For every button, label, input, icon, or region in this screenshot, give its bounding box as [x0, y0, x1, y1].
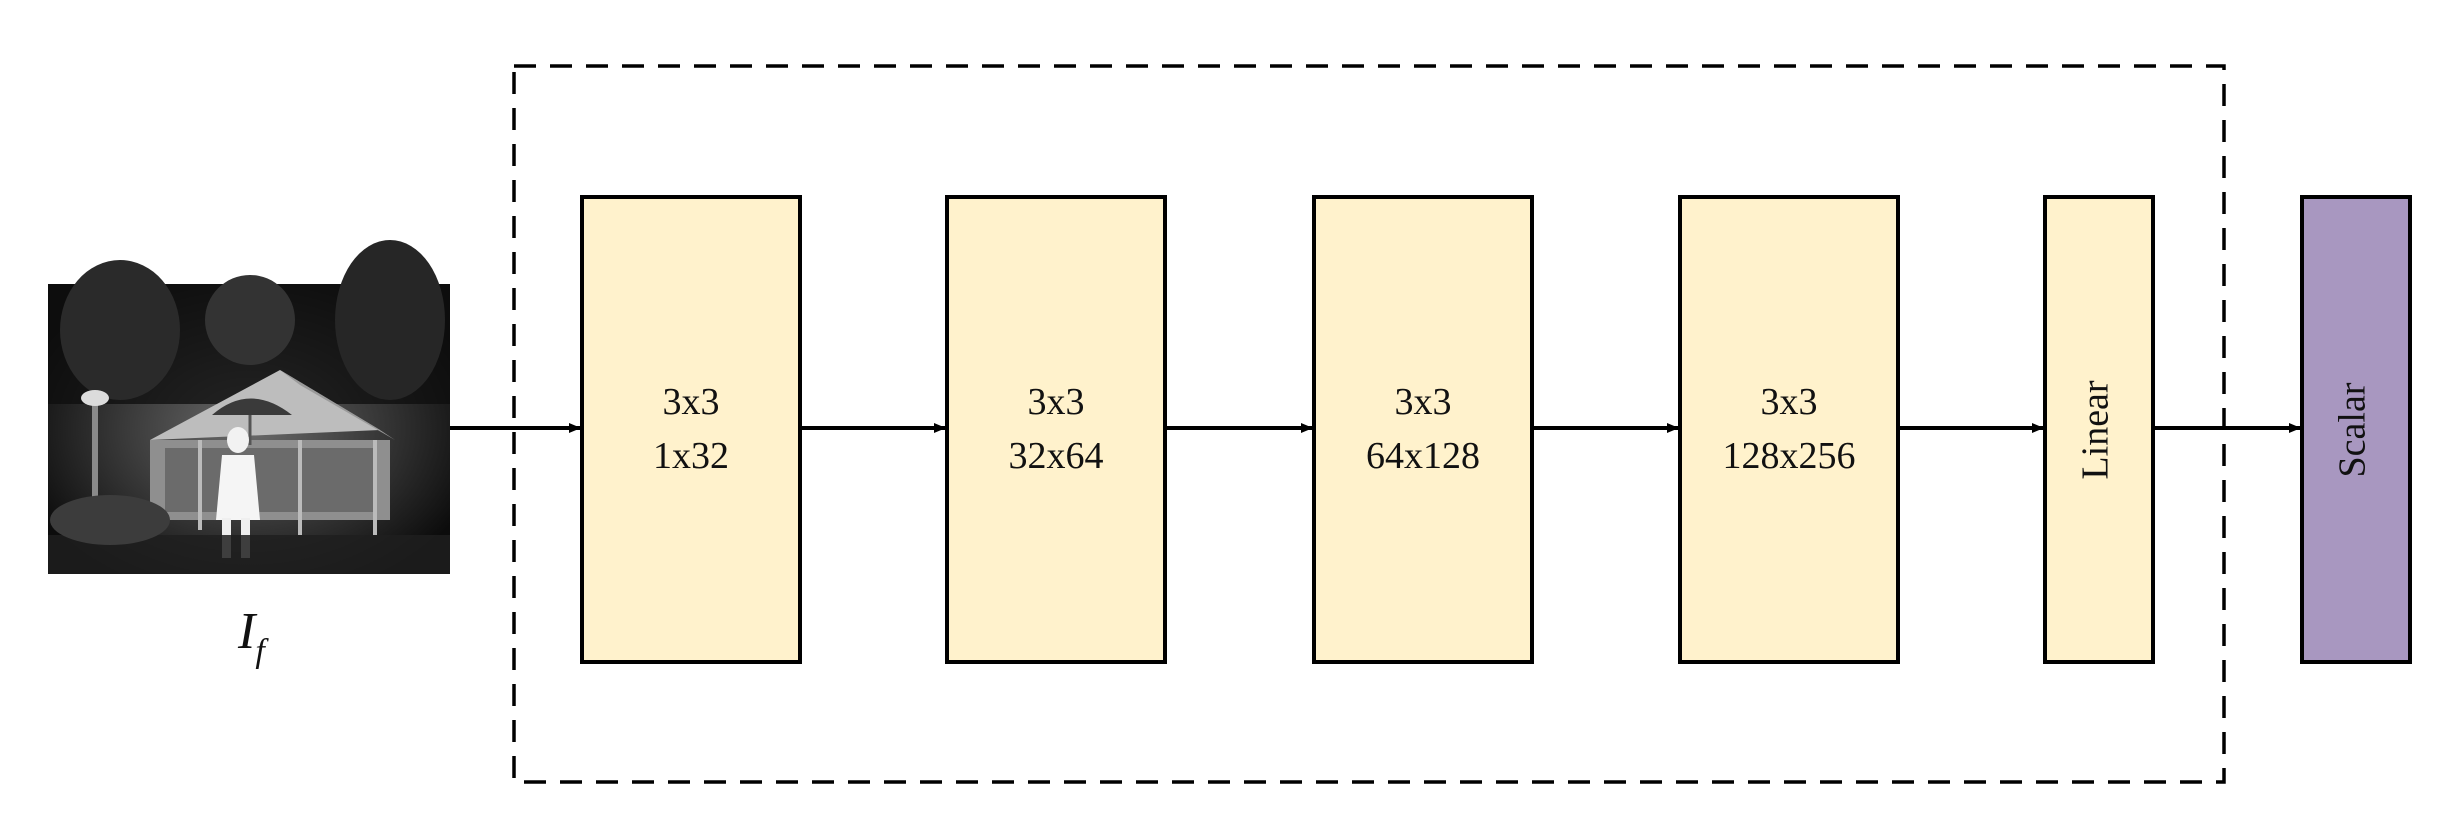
- scalar-output-box: [2300, 195, 2412, 664]
- conv-block-2-kernel: 3x3: [1028, 381, 1085, 423]
- linear-block: Linear: [2043, 195, 2155, 664]
- conv-block-4-kernel: 3x3: [1761, 381, 1818, 423]
- scalar-output-label: Scalar: [2332, 382, 2374, 477]
- conv-block-2-box: [945, 195, 1167, 664]
- conv-block-4-channels: 128x256: [1723, 435, 1856, 477]
- conv-block-3: 3x3 64x128: [1312, 195, 1534, 664]
- conv-block-3-box: [1312, 195, 1534, 664]
- scalar-output-block: Scalar: [2300, 195, 2412, 664]
- input-label: If: [237, 603, 269, 670]
- conv-block-4-box: [1678, 195, 1900, 664]
- conv-block-2-channels: 32x64: [1009, 435, 1104, 477]
- conv-block-2: 3x3 32x64: [945, 195, 1167, 664]
- conv-block-1-box: [580, 195, 802, 664]
- conv-block-1-channels: 1x32: [653, 435, 729, 477]
- linear-block-label: Linear: [2075, 380, 2117, 480]
- linear-block-box: [2043, 195, 2155, 664]
- conv-block-3-channels: 64x128: [1366, 435, 1480, 477]
- conv-block-4: 3x3 128x256: [1678, 195, 1900, 664]
- input-image: [48, 240, 450, 574]
- encoder-container: [512, 64, 2226, 784]
- conv-block-1-kernel: 3x3: [663, 381, 720, 423]
- conv-block-3-kernel: 3x3: [1395, 381, 1452, 423]
- conv-block-1: 3x3 1x32: [580, 195, 802, 664]
